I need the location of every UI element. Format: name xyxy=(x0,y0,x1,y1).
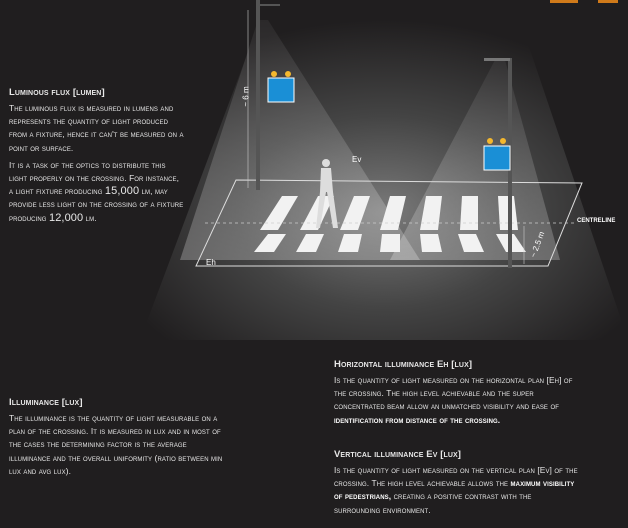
vertical-section: Vertical illuminance Ev [lux] Is the qua… xyxy=(334,448,579,521)
pedestrian xyxy=(316,159,338,228)
luminous-flux-p2: It is a task of the optics to distribute… xyxy=(9,159,184,224)
vertical-title: Vertical illuminance Ev [lux] xyxy=(334,449,462,460)
luminous-flux-p1: The luminous flux is measured in lumens … xyxy=(9,103,184,153)
horizontal-section: Horizontal illuminance Eh [lux] Is the q… xyxy=(334,358,579,431)
illuminance-text: The illuminance is the quantity of light… xyxy=(9,413,223,476)
pole xyxy=(256,0,260,190)
luminous-flux-section: Luminous flux [lumen] The luminous flux … xyxy=(9,86,184,229)
illuminance-section: Illuminance [lux] The illuminance is the… xyxy=(9,396,224,482)
ev-label: Ev xyxy=(352,155,362,164)
illuminance-title: Illuminance [lux] xyxy=(9,397,83,408)
crossing-illustration xyxy=(140,0,628,340)
horizontal-text: Is the quantity of light measured on the… xyxy=(334,375,573,425)
luminous-flux-title: Luminous flux [lumen] xyxy=(9,87,105,98)
eh-label: Eh xyxy=(206,258,216,267)
sign xyxy=(483,145,511,171)
vertical-text: Is the quantity of light measured on the… xyxy=(334,465,578,515)
horizontal-title: Horizontal illuminance Eh [lux] xyxy=(334,359,473,370)
sign xyxy=(267,77,295,103)
centreline-label: CENTRELINE xyxy=(577,218,616,224)
pole-height-label: ~ 6 m xyxy=(241,86,251,107)
zebra-stripes xyxy=(254,196,526,252)
crossing-area xyxy=(195,179,583,267)
